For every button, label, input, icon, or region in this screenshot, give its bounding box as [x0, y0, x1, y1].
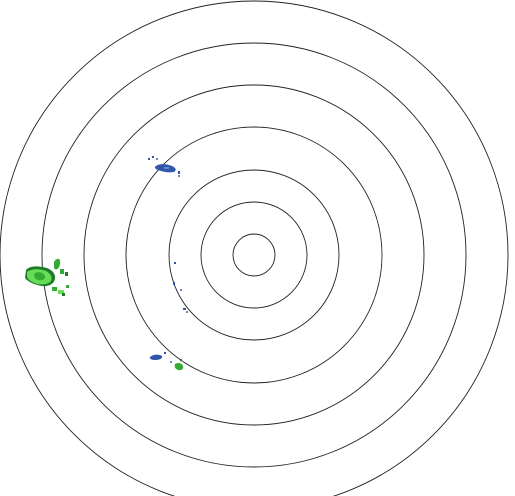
echo-cluster-north: [148, 156, 180, 177]
range-ring-5: [83, 84, 425, 426]
range-ring-2: [200, 201, 308, 309]
echo-cell: [58, 290, 64, 294]
echo-cluster-south: [149, 352, 184, 371]
echo-cell: [52, 287, 57, 291]
echo-cell: [173, 282, 175, 285]
echo-cell: [174, 262, 176, 264]
echo-cell: [183, 308, 186, 310]
echo-cell: [186, 311, 188, 313]
range-ring-6: [41, 42, 467, 468]
echo-blob: [54, 258, 61, 270]
echo-cluster-center: [173, 262, 188, 313]
echo-cell: [66, 285, 69, 288]
echo-cell: [164, 167, 169, 169]
echo-blob: [149, 354, 163, 360]
echo-cell: [164, 352, 166, 354]
echo-cell: [60, 269, 64, 274]
range-ring-4: [125, 126, 383, 384]
echo-blob: [34, 272, 46, 281]
echo-cell: [152, 156, 154, 158]
echo-cell: [178, 175, 180, 177]
echo-cell: [180, 289, 182, 291]
echo-cell: [178, 171, 180, 174]
echo-cell: [180, 359, 182, 361]
echo-cluster-west: [25, 258, 69, 296]
echo-cell: [65, 272, 68, 276]
echo-cell: [170, 361, 172, 363]
echo-cell: [156, 158, 158, 160]
echo-cell: [148, 158, 150, 160]
range-ring-3: [168, 169, 340, 341]
echo-cell: [62, 293, 65, 296]
echo-blob: [174, 362, 184, 371]
range-ring-1: [232, 233, 276, 277]
